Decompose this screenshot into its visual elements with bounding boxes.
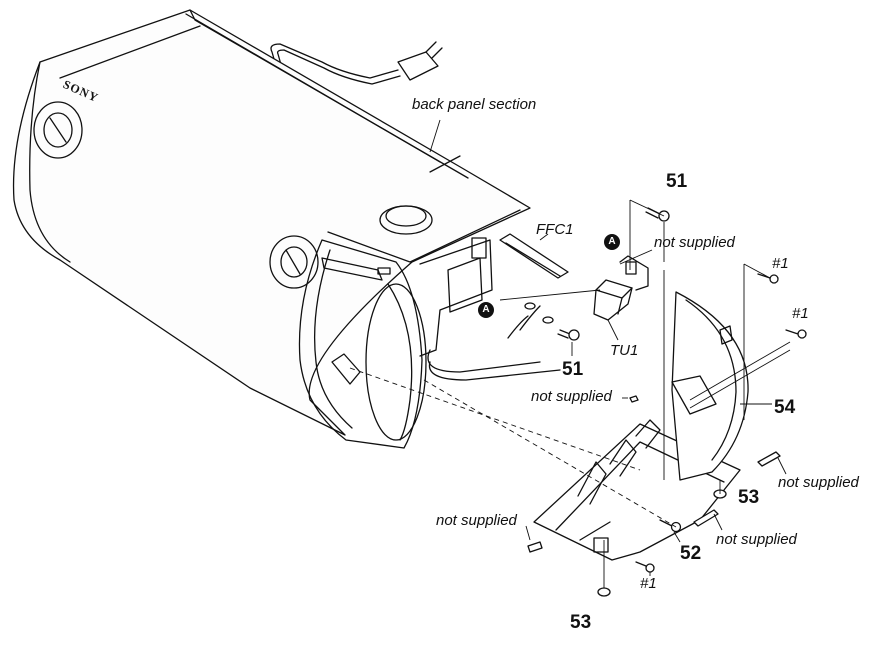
leader-lines	[349, 119, 791, 588]
label-not-supplied-bottom: not supplied	[716, 531, 797, 548]
front-bezel	[298, 239, 427, 449]
part-number-52: 52	[680, 543, 702, 564]
part-number-53-right: 53	[738, 487, 760, 508]
side-panel-54	[671, 291, 749, 481]
cabinet-body	[12, 9, 531, 436]
pad-mid	[629, 395, 639, 403]
label-tu1: TU1	[610, 342, 639, 359]
screw-51-top	[645, 207, 670, 222]
connector-marker-a-left: A	[478, 302, 494, 318]
label-back-panel-section: back panel section	[412, 96, 537, 113]
foot-53-bottom	[597, 587, 611, 597]
part-number-53-bottom: 53	[570, 612, 592, 633]
screw-label-1-top: #1	[772, 255, 789, 272]
label-not-supplied-left: not supplied	[436, 512, 517, 529]
screw-1-mid	[785, 329, 807, 339]
part-number-51-top: 51	[666, 171, 688, 192]
screw-1-bottom	[635, 561, 655, 573]
label-not-supplied-tuner: not supplied	[654, 234, 735, 251]
ffc1-cable	[499, 233, 569, 279]
screw-label-1-bottom: #1	[640, 575, 657, 592]
screw-51-bottom	[557, 329, 580, 341]
label-not-supplied-mid: not supplied	[531, 388, 612, 405]
power-cord	[270, 41, 443, 151]
pad-left	[527, 541, 543, 553]
label-not-supplied-right: not supplied	[778, 474, 859, 491]
label-ffc1: FFC1	[536, 221, 574, 238]
part-number-54: 54	[774, 397, 796, 418]
screw-label-1-mid: #1	[792, 305, 809, 322]
inner-chassis	[419, 237, 561, 381]
part-number-51-bottom: 51	[562, 359, 584, 380]
tu1-tuner	[593, 255, 649, 321]
screw-1-top	[757, 273, 779, 284]
connector-marker-a-top: A	[604, 234, 620, 250]
pad-bottom	[693, 509, 719, 527]
pad-right	[757, 451, 781, 467]
